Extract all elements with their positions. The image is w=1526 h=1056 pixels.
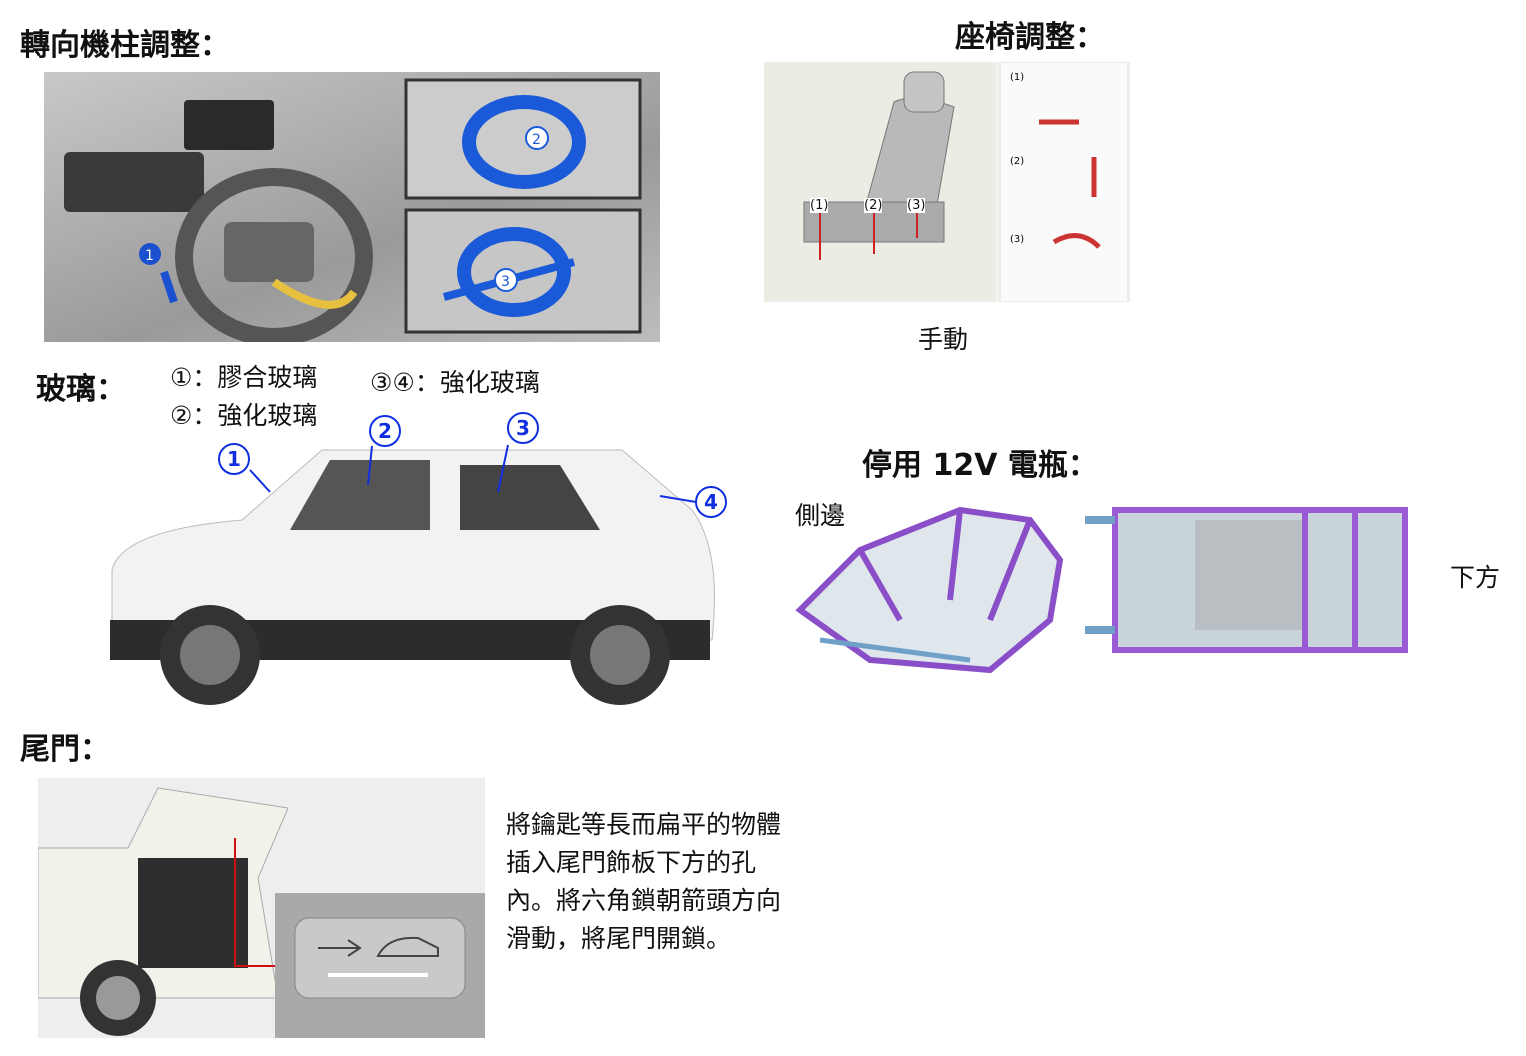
seat-label-1: (1) [810, 198, 829, 213]
glass-legend-2: ②：強化玻璃 [170, 401, 318, 430]
instruction-line: 插入尾門飾板下方的孔 [506, 848, 757, 877]
svg-text:3: 3 [501, 274, 510, 290]
steering-title: 轉向機柱調整： [20, 28, 230, 63]
svg-text:(1): (1) [1010, 72, 1024, 83]
instruction-line: 將鑰匙等長而扁平的物體 [506, 810, 782, 839]
battery-title: 停用 12V 電瓶： [862, 448, 1098, 483]
instruction-line: 內。將六角鎖朝箭頭方向 [506, 886, 782, 915]
seat-label-3: (3) [907, 198, 926, 213]
instruction-line: 滑動，將尾門開鎖。 [506, 924, 732, 953]
seat-adjustment-image: (1) (2) (3) (1) (2) (3) [764, 62, 1130, 302]
svg-text:2: 2 [532, 132, 541, 148]
tailgate-instructions: 將鑰匙等長而扁平的物體 插入尾門飾板下方的孔 內。將六角鎖朝箭頭方向 滑動，將尾… [506, 806, 781, 958]
steering-column-image: 1 2 3 [44, 72, 660, 342]
body-frame-bottom-image [1085, 500, 1425, 660]
svg-text:(2): (2) [1010, 156, 1024, 167]
tailgate-image [38, 778, 485, 1038]
seat-caption: 手動 [918, 325, 969, 354]
glass-callout-2: 2 [369, 415, 401, 447]
seat-label-2: (2) [864, 198, 883, 213]
glass-legend-1: ①：膠合玻璃 [170, 363, 318, 392]
glass-title: 玻璃： [36, 372, 126, 407]
body-frame-side-image [790, 500, 1070, 690]
glass-callout-1: 1 [218, 443, 250, 475]
battery-side-label: 側邊 [795, 501, 846, 530]
glass-callout-4: 4 [695, 486, 727, 518]
battery-bottom-label: 下方 [1450, 563, 1501, 592]
tailgate-title: 尾門： [20, 732, 110, 767]
svg-text:(3): (3) [1010, 234, 1024, 245]
svg-text:1: 1 [145, 248, 154, 264]
car-side-image [100, 440, 720, 710]
seat-title: 座椅調整： [955, 20, 1105, 55]
glass-legend-34: ③④：強化玻璃 [370, 368, 540, 397]
glass-callout-3: 3 [507, 412, 539, 444]
